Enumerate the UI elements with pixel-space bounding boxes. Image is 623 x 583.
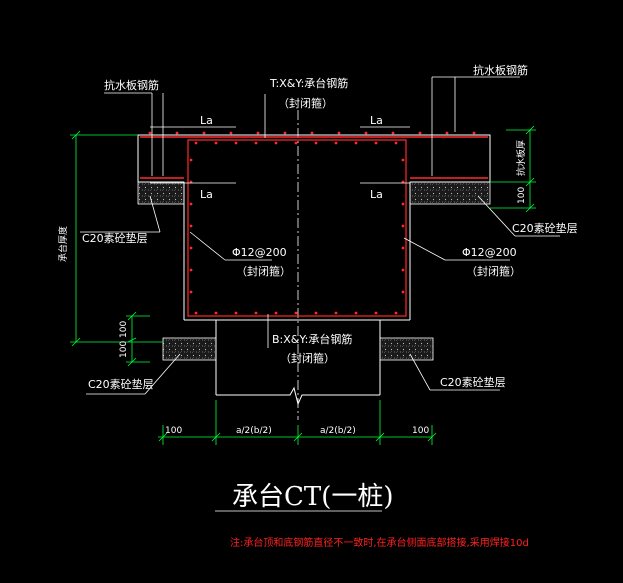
rebar-dot (334, 311, 338, 315)
rebar-dot (254, 141, 258, 145)
rebar-dot (294, 141, 298, 145)
cap-outline (137, 134, 491, 406)
rebar-dot (401, 268, 405, 272)
dim-bottom-2: a/2(b/2) (236, 426, 272, 436)
rebar-dots (148, 131, 476, 315)
cushion-left-lower (162, 337, 217, 361)
label-dim-left-100a: 100 (119, 321, 129, 338)
label-dim-slab-100: 100 (517, 187, 527, 204)
label-top-left-bar: 抗水板钢筋 (104, 78, 159, 92)
rebar-dot (294, 311, 298, 315)
cushion-right-lower (379, 337, 434, 361)
rebar-dot (214, 141, 218, 145)
rebar-dot (148, 131, 152, 135)
rebar-dot (374, 311, 378, 315)
label-la-top-left: La (200, 114, 213, 127)
rebar-dot (175, 131, 179, 135)
label-bottom-center-sub: （封闭箍） (280, 351, 335, 365)
rebar-dot (310, 131, 314, 135)
label-stirrup-left-sub: （封闭箍） (236, 264, 291, 278)
rebar-dot (189, 290, 193, 294)
dimension-lines (70, 125, 536, 445)
drawing-title: 承台CT(一桩) (232, 482, 394, 512)
rebar-dot (214, 311, 218, 315)
rebar (140, 136, 488, 317)
rebar-dot (314, 141, 318, 145)
label-cap-thickness: 承台厚度 (57, 226, 69, 262)
rebar-dot (354, 141, 358, 145)
drawing-note: 注:承台顶和底钢筋直径不一致时,在承台侧面底部搭接,采用焊接10d (230, 536, 529, 549)
rebar-dot (401, 246, 405, 250)
cushion-right-upper (409, 181, 491, 205)
label-dim-left-100b: 100 (119, 341, 129, 358)
labels: 抗水板钢筋 抗水板钢筋 T:X&Y:承台钢筋 （封闭箍） La La La La… (57, 63, 578, 549)
rebar-dot (364, 131, 368, 135)
dim-bottom-1: 100 (165, 426, 182, 436)
label-la-mid-right: La (370, 188, 383, 201)
rebar-dot (354, 311, 358, 315)
label-stirrup-right-sub: （封闭箍） (466, 264, 521, 278)
rebar-dot (189, 246, 193, 250)
label-c20-left-upper: C20素砼垫层 (82, 231, 148, 245)
rebar-dot (394, 141, 398, 145)
rebar-dot (194, 311, 198, 315)
label-slab-thickness: 抗水板厚 (515, 140, 527, 176)
rebar-dot (202, 131, 206, 135)
label-top-center-bar: T:X&Y:承台钢筋 (269, 76, 348, 90)
rebar-dot (401, 202, 405, 206)
rebar-dot (189, 202, 193, 206)
rebar-dot (229, 131, 233, 135)
rebar-dot (283, 131, 287, 135)
cushion-left-upper (137, 181, 185, 205)
leader-lines (80, 76, 560, 512)
rebar-dot (401, 224, 405, 228)
rebar-dot (189, 268, 193, 272)
label-top-right-bar: 抗水板钢筋 (473, 63, 528, 77)
label-c20-right-upper: C20素砼垫层 (512, 221, 578, 235)
cushion-layers (137, 181, 491, 361)
rebar-dot (401, 158, 405, 162)
rebar-dot (472, 131, 476, 135)
label-la-mid-left: La (200, 188, 213, 201)
label-bottom-center-bar: B:X&Y:承台钢筋 (272, 332, 352, 346)
dim-bottom-4: 100 (412, 426, 429, 436)
rebar-dot (445, 131, 449, 135)
label-stirrup-left: Φ12@200 (232, 246, 287, 259)
rebar-dot (334, 141, 338, 145)
rebar-dot (401, 290, 405, 294)
rebar-dot (194, 141, 198, 145)
rebar-dot (274, 311, 278, 315)
label-stirrup-right: Φ12@200 (462, 246, 517, 259)
rebar-dot (234, 141, 238, 145)
rebar-dot (314, 311, 318, 315)
label-c20-right-lower: C20素砼垫层 (440, 375, 506, 389)
rebar-dot (274, 141, 278, 145)
rebar-dot (256, 131, 260, 135)
rebar-dot (337, 131, 341, 135)
rebar-dot (374, 141, 378, 145)
rebar-dot (254, 311, 258, 315)
rebar-dot (394, 311, 398, 315)
rebar-dot (189, 158, 193, 162)
rebar-dot (189, 224, 193, 228)
dim-bottom-3: a/2(b/2) (320, 426, 356, 436)
rebar-dot (418, 131, 422, 135)
rebar-dot (234, 311, 238, 315)
rebar-dot (391, 131, 395, 135)
label-la-top-right: La (370, 114, 383, 127)
label-top-center-sub: （封闭箍） (278, 96, 333, 110)
label-c20-left-lower: C20素砼垫层 (88, 377, 154, 391)
